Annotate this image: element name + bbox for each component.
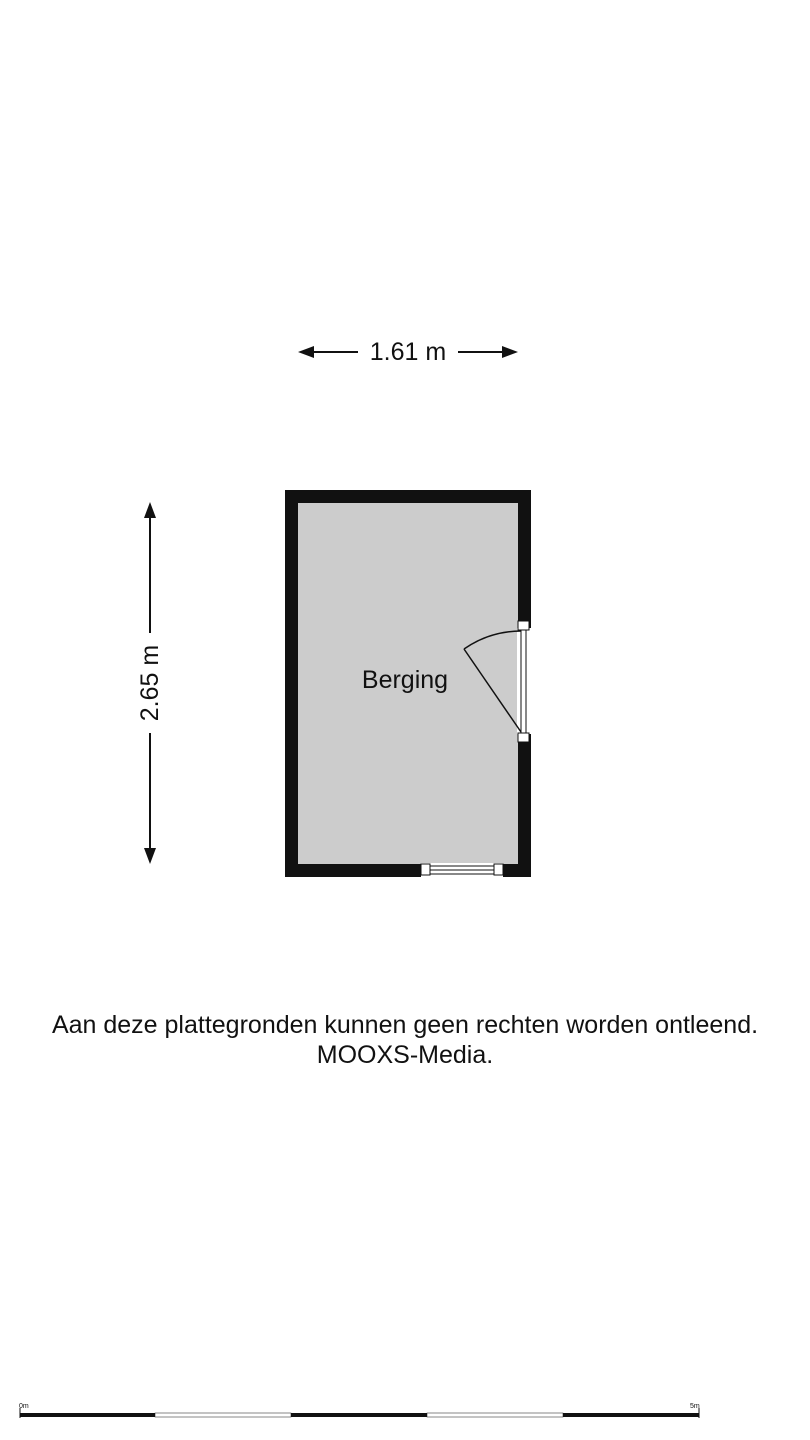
room-floor [298, 503, 518, 864]
window [420, 863, 504, 877]
scale-bar [19, 1408, 700, 1418]
scale-end-label: 5m [690, 1403, 700, 1410]
disclaimer-line-2: MOOXS-Media. [316, 1041, 494, 1069]
room-label: Berging [361, 666, 449, 694]
height-dimension-arrow [144, 502, 156, 864]
width-dimension-label: 1.61 m [358, 336, 458, 368]
door [463, 620, 532, 743]
width-dimension-arrow [298, 346, 518, 358]
height-dimension-label: 2.65 m [134, 633, 166, 733]
scale-start-label: 0m [19, 1403, 29, 1410]
disclaimer-line-1: Aan deze plattegronden kunnen geen recht… [51, 1011, 759, 1039]
